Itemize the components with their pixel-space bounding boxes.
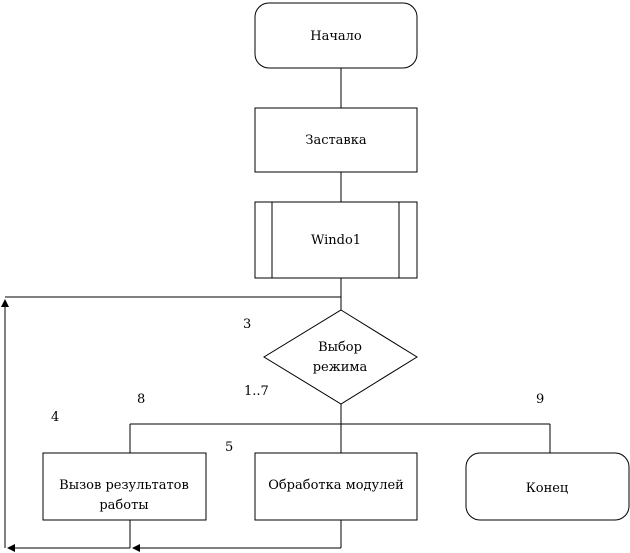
results-label-line2: работы xyxy=(99,498,148,513)
decision-label-line1: Выбор xyxy=(318,340,362,355)
label-3: 3 xyxy=(243,317,251,332)
start-node: Начало xyxy=(254,2,418,69)
window-label: Windo1 xyxy=(311,233,361,248)
label-5: 5 xyxy=(225,440,233,455)
window-node: Windo1 xyxy=(254,201,418,279)
start-label: Начало xyxy=(310,29,362,44)
end-label: Конец xyxy=(526,481,569,496)
processing-node: Обработка модулей xyxy=(254,452,418,521)
results-label-line1: Вызов результатов xyxy=(59,478,189,493)
decision-node: Выбор режима xyxy=(263,309,418,405)
results-node: Вызов результатов работы xyxy=(42,452,207,521)
label-1-7: 1..7 xyxy=(244,384,269,399)
label-8: 8 xyxy=(137,392,145,407)
splash-label: Заставка xyxy=(305,133,367,148)
connectors xyxy=(1,68,551,552)
decision-label-line2: режима xyxy=(313,360,368,375)
label-9: 9 xyxy=(536,392,544,407)
label-4: 4 xyxy=(51,410,59,425)
processing-label: Обработка модулей xyxy=(268,478,404,493)
end-node: Конец xyxy=(465,452,630,521)
splash-node: Заставка xyxy=(254,107,418,173)
